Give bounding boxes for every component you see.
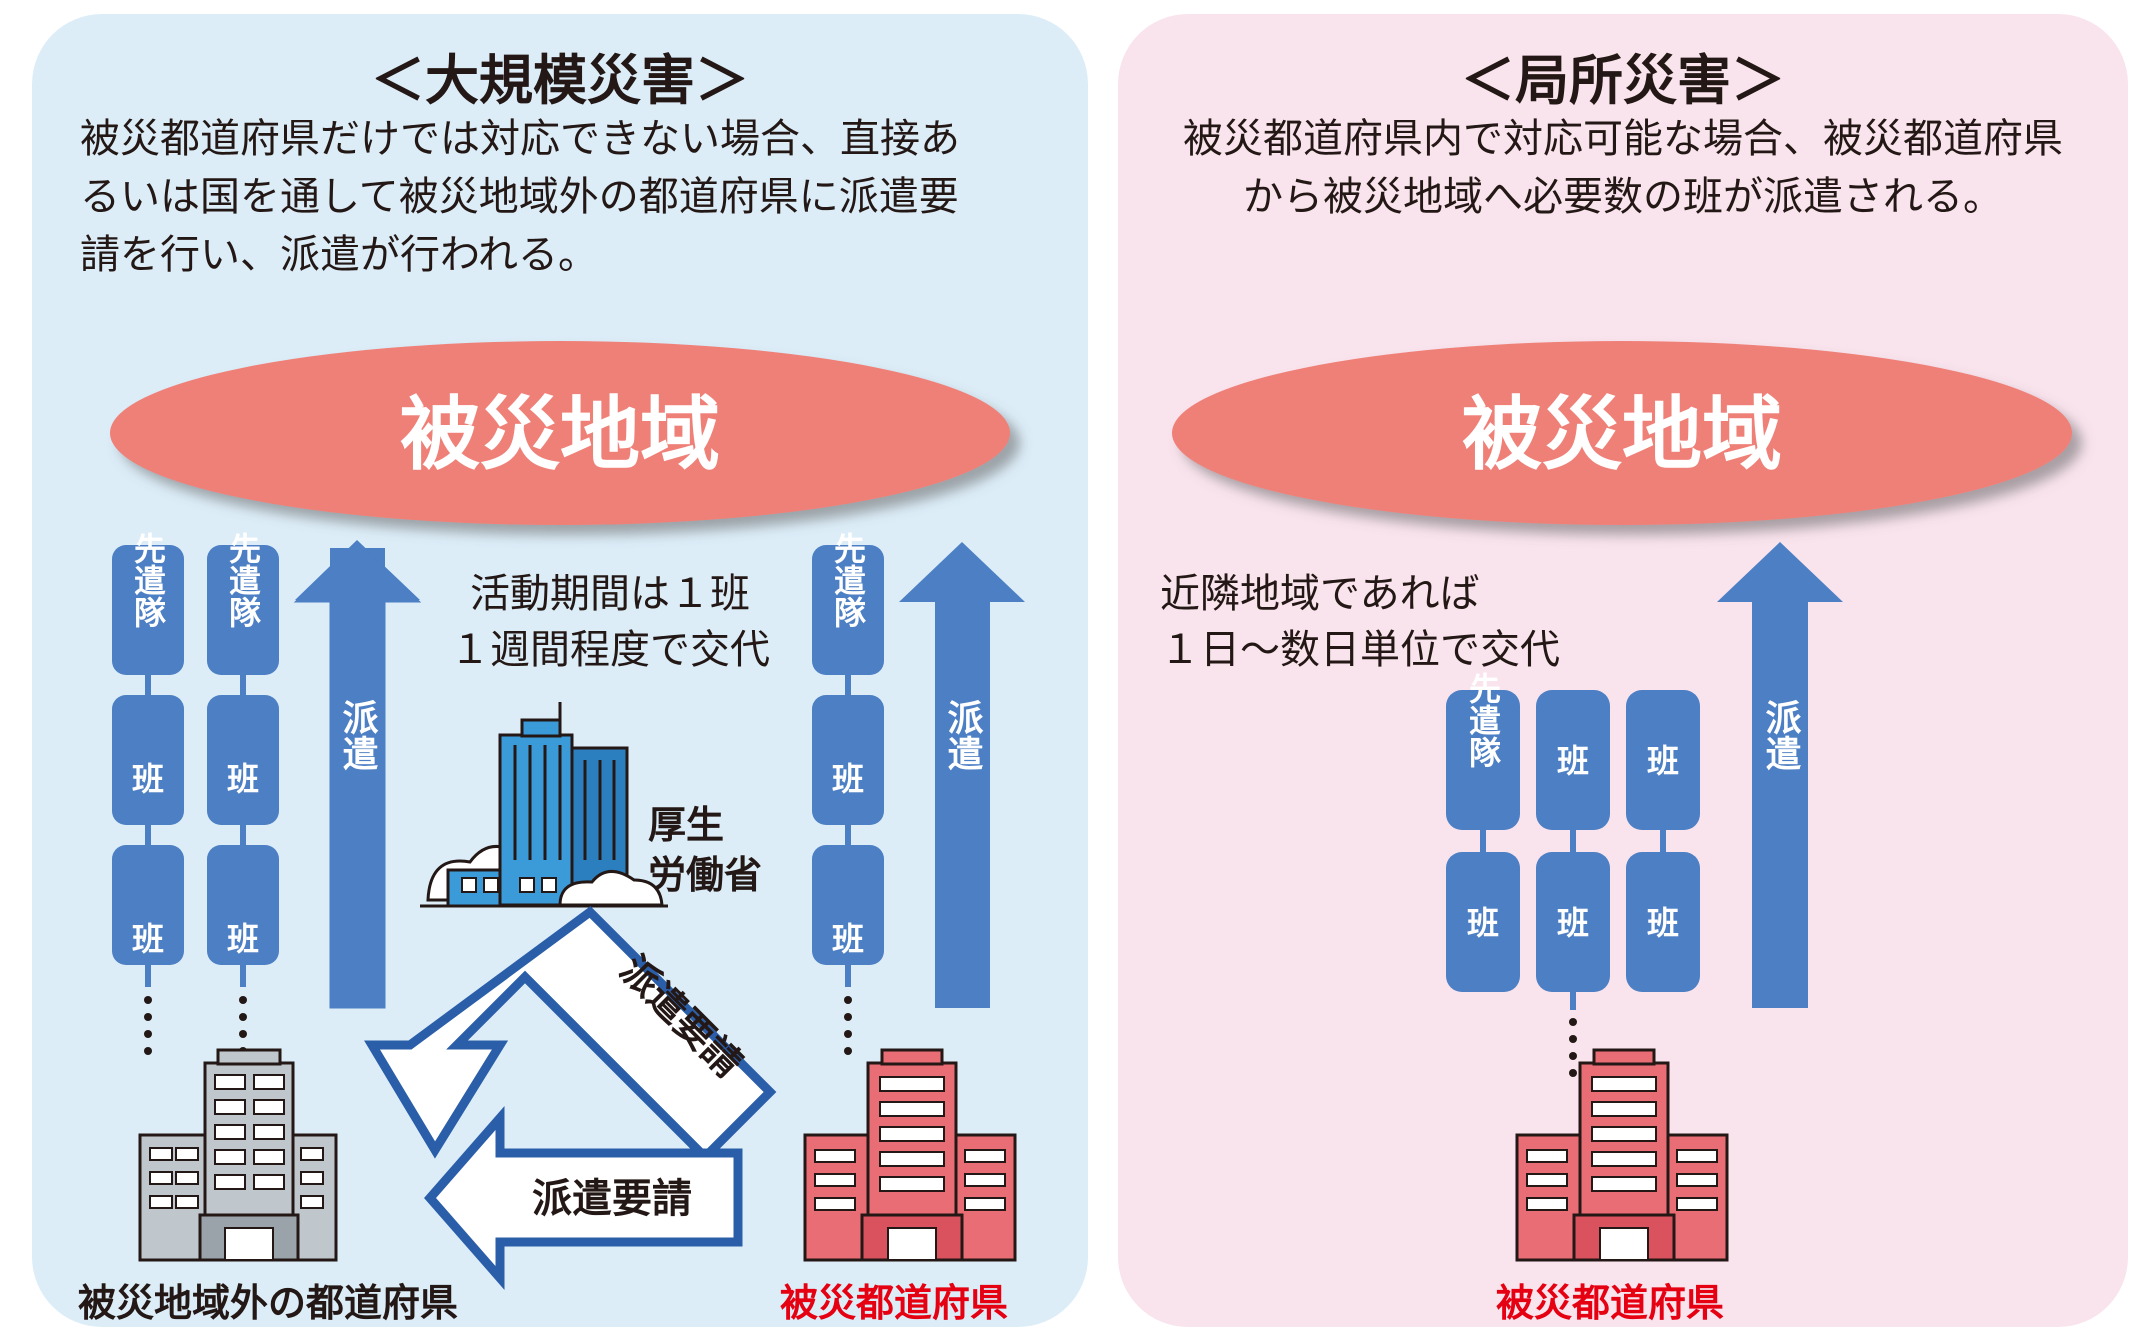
request-arrow-horizontal: [424, 1106, 743, 1290]
mhlw-building: [420, 702, 668, 908]
description-line: 被災都道府県だけでは対応できない場合、直接あ: [80, 116, 960, 162]
dispatch-label: 派遣: [337, 699, 379, 771]
team-advance-label: 先遣隊: [224, 532, 262, 628]
outside-prefecture-label: 被災地域外の都道府県: [78, 1281, 459, 1325]
note-line: １日〜数日単位で交代: [1160, 627, 1560, 673]
mhlw-label: 厚生 労働省: [648, 800, 762, 900]
right-team-label: 班: [1647, 742, 1679, 780]
description-line: 被災都道府県内で対応可能な場合、被災都道府県: [1183, 116, 2063, 162]
right-affected-area-ellipse: [1172, 341, 2072, 525]
left-affected-area-ellipse: [110, 341, 1010, 525]
label-line: 労働省: [648, 853, 763, 897]
team-label: 班: [227, 760, 259, 798]
left-panel-title: ＜大規模災害＞: [371, 49, 749, 112]
team-label: 班: [132, 760, 164, 798]
right-panel-description: 被災都道府県内で対応可能な場合、被災都道府県 から被災地域へ必要数の班が派遣され…: [1118, 110, 2128, 226]
left-affected-prefecture-label: 被災都道府県: [780, 1281, 1009, 1325]
right-team-label: 班: [1557, 742, 1589, 780]
right-team-column-3: [1626, 690, 1700, 992]
right-rotation-note: 近隣地域であれば １日〜数日単位で交代: [1160, 566, 1660, 678]
left-panel-description: 被災都道府県だけでは対応できない場合、直接あ るいは国を通して被災地域外の都道府…: [80, 110, 1060, 284]
right-team-label: 班: [1557, 904, 1589, 942]
note-line: 活動期間は１班: [470, 571, 750, 617]
left-affected-area-label: 被災地域: [400, 388, 720, 481]
left-affected-prefecture-building: [803, 1048, 1017, 1262]
team-label: 班: [132, 920, 164, 958]
note-line: １週間程度で交代: [450, 627, 770, 673]
right-team-label: 班: [1647, 904, 1679, 942]
right-affected-prefecture-building: [1515, 1048, 1729, 1262]
note-line: 近隣地域であれば: [1160, 571, 1480, 617]
right-affected-area-label: 被災地域: [1462, 388, 1782, 481]
team-label: 班: [832, 920, 864, 958]
right-team-column-2: [1536, 690, 1610, 1077]
right-panel-title: ＜局所災害＞: [1461, 49, 1785, 112]
left-dispatch-arrow-2: [899, 542, 1025, 1008]
request-arrow-diagonal: [364, 906, 777, 1164]
description-line: から被災地域へ必要数の班が派遣される。: [1243, 174, 2003, 220]
right-team-label: 班: [1467, 904, 1499, 942]
team-label: 班: [832, 760, 864, 798]
label-line: 厚生: [648, 803, 725, 847]
dispatch-label: 派遣: [942, 699, 984, 771]
team-advance-label: 先遣隊: [829, 532, 867, 628]
right-team-column-1: [1446, 690, 1520, 992]
right-dispatch-arrow: [1717, 542, 1843, 1008]
dispatch-label: 派遣: [1760, 699, 1802, 771]
left-dispatch-arrow-1-shape: [293, 541, 422, 1009]
team-label: 班: [227, 920, 259, 958]
outside-prefecture-building: [138, 1048, 338, 1262]
right-team-advance-label: 先遣隊: [1464, 672, 1502, 768]
request-label-horizontal: 派遣要請: [532, 1176, 692, 1222]
right-affected-prefecture-label: 被災都道府県: [1496, 1281, 1725, 1325]
left-rotation-note: 活動期間は１班 １週間程度で交代: [420, 566, 800, 678]
description-line: るいは国を通して被災地域外の都道府県に派遣要: [80, 174, 959, 220]
description-line: 請を行い、派遣が行われる。: [80, 232, 598, 278]
team-advance-label: 先遣隊: [129, 532, 167, 628]
